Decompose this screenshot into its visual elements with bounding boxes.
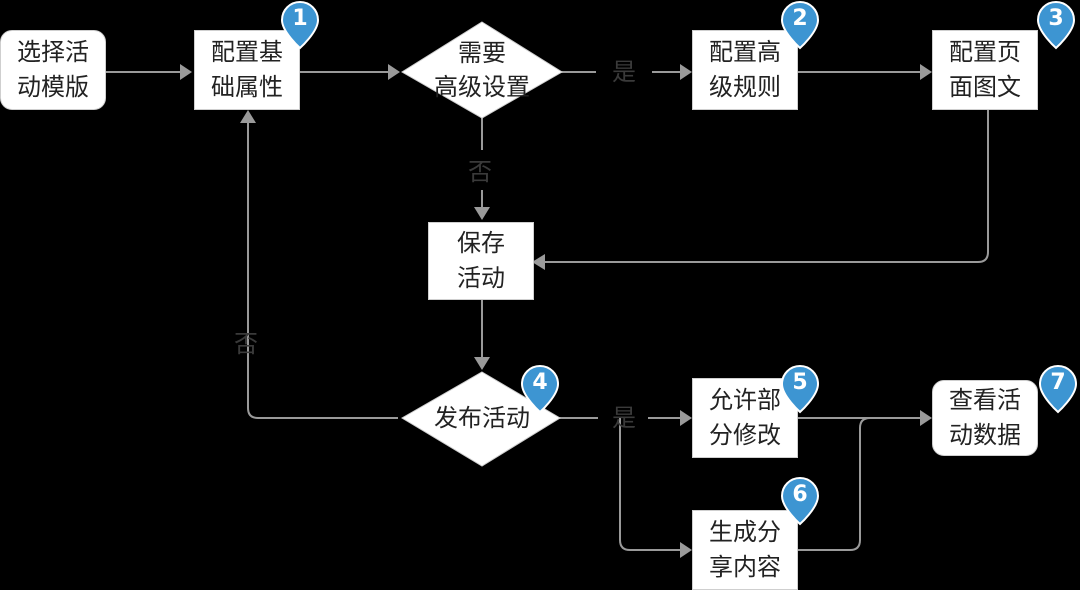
node-view-data-label: 查看活 动数据 [949, 386, 1021, 449]
arrowhead [920, 64, 932, 80]
node-select-template: 选择活 动模版 [0, 30, 106, 110]
node-page-content: 配置页 面图文 [932, 30, 1038, 110]
node-save-activity: 保存 活动 [428, 222, 534, 300]
node-allow-edit-label: 允许部 分修改 [709, 386, 781, 449]
edge-label-no-middle: 否 [468, 158, 492, 186]
decision-publish-activity-label: 发布活动 [434, 404, 530, 432]
node-basic-attributes: 配置基 础属性 [194, 30, 300, 110]
step-badge-7: 7 [1038, 364, 1078, 414]
edge-label-yes-bottom: 是 [612, 404, 636, 432]
node-select-template-label: 选择活 动模版 [17, 38, 89, 101]
map-pin-icon [1036, 0, 1076, 50]
connector-publish-back-to-basic [247, 122, 398, 419]
arrowhead [180, 64, 192, 80]
step-badge-number: 6 [792, 482, 808, 507]
node-advanced-rules: 配置高 级规则 [692, 30, 798, 110]
decision-need-advanced-label: 需要 高级设置 [434, 39, 530, 101]
decision-publish-activity: 发布活动 [402, 398, 562, 438]
connector-share-to-data [798, 417, 871, 551]
arrowhead [532, 254, 545, 270]
node-share-content: 生成分 享内容 [692, 510, 798, 590]
map-pin-icon [780, 476, 820, 526]
node-view-data: 查看活 动数据 [932, 380, 1038, 456]
node-page-content-label: 配置页 面图文 [949, 38, 1021, 101]
arrowhead [920, 410, 932, 426]
node-save-activity-label: 保存 活动 [457, 229, 505, 292]
arrowhead [680, 64, 692, 80]
step-badge-number: 5 [792, 370, 808, 395]
arrowhead [474, 357, 490, 370]
connector-branch-to-share [619, 418, 682, 551]
edge-label-yes-top: 是 [612, 58, 636, 86]
step-badge-1: 1 [280, 0, 320, 50]
arrowhead [474, 207, 490, 220]
step-badge-number: 4 [532, 370, 548, 395]
step-badge-3: 3 [1036, 0, 1076, 50]
step-badge-4: 4 [520, 364, 560, 414]
decision-diamond-advanced [401, 21, 563, 119]
map-pin-icon [520, 364, 560, 414]
map-pin-icon [780, 0, 820, 50]
map-pin-icon [280, 0, 320, 50]
node-basic-attributes-label: 配置基 础属性 [211, 38, 283, 101]
map-pin-icon [780, 364, 820, 414]
node-allow-edit: 允许部 分修改 [692, 378, 798, 458]
map-pin-icon [1038, 364, 1078, 414]
step-badge-number: 1 [292, 6, 308, 31]
node-share-content-label: 生成分 享内容 [709, 518, 781, 581]
arrowhead [680, 410, 692, 426]
arrowhead [388, 64, 400, 80]
step-badge-number: 7 [1050, 370, 1066, 395]
step-badge-6: 6 [780, 476, 820, 526]
arrowhead [680, 542, 692, 558]
step-badge-2: 2 [780, 0, 820, 50]
edge-label-no-left: 否 [234, 330, 258, 358]
step-badge-number: 2 [792, 6, 808, 31]
node-advanced-rules-label: 配置高 级规则 [709, 38, 781, 101]
step-badge-number: 3 [1048, 6, 1064, 31]
decision-need-advanced: 需要 高级设置 [402, 30, 562, 110]
step-badge-5: 5 [780, 364, 820, 414]
arrowhead [240, 110, 256, 123]
connector-page-to-save [544, 108, 989, 263]
